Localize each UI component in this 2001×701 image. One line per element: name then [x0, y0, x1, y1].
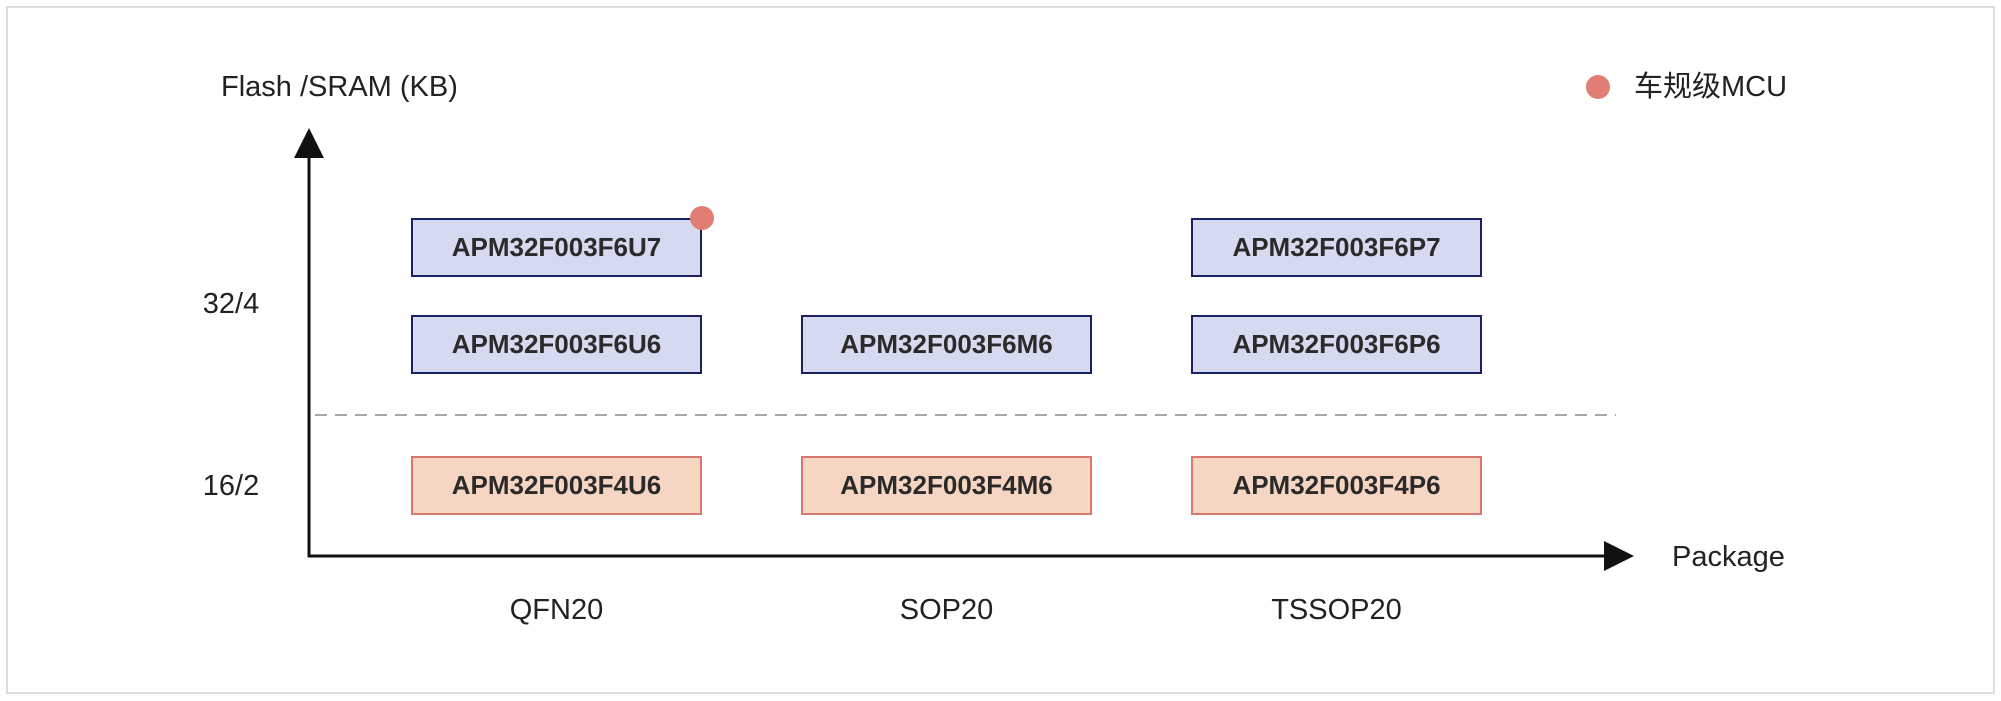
package-category-label: TSSOP20 [1271, 594, 1402, 626]
product-label: APM32F003F4U6 [451, 470, 662, 500]
y-axis-title: Flash /SRAM (KB) [221, 71, 458, 103]
diagram-frame [6, 6, 1995, 694]
package-category-label: SOP20 [899, 594, 994, 626]
y-tick-label: 32/4 [202, 288, 260, 320]
product-box: APM32F003F6U7 [411, 218, 702, 277]
x-axis-title: Package [1672, 541, 1785, 573]
product-label: APM32F003F6P7 [1232, 232, 1441, 262]
product-box: APM32F003F6P7 [1191, 218, 1482, 277]
product-label: APM32F003F6P6 [1232, 329, 1441, 359]
product-box: APM32F003F6U6 [411, 315, 702, 374]
product-label: APM32F003F4P6 [1232, 470, 1441, 500]
product-label: APM32F003F6M6 [840, 329, 1053, 359]
x-axis-arrow [1604, 541, 1634, 571]
product-box: APM32F003F4P6 [1191, 456, 1482, 515]
legend-automotive-dot [1586, 75, 1610, 99]
y-axis-arrow [294, 128, 324, 158]
product-label: APM32F003F4M6 [840, 470, 1053, 500]
product-box: APM32F003F6M6 [801, 315, 1092, 374]
legend-label: 车规级MCU [1634, 71, 1788, 103]
package-category-label: QFN20 [509, 594, 604, 626]
product-box: APM32F003F6P6 [1191, 315, 1482, 374]
product-label: APM32F003F6U7 [451, 232, 662, 262]
product-label: APM32F003F6U6 [451, 329, 662, 359]
product-box: APM32F003F4M6 [801, 456, 1092, 515]
product-box: APM32F003F4U6 [411, 456, 702, 515]
automotive-marker-dot [690, 206, 714, 230]
y-tick-label: 16/2 [202, 470, 260, 502]
